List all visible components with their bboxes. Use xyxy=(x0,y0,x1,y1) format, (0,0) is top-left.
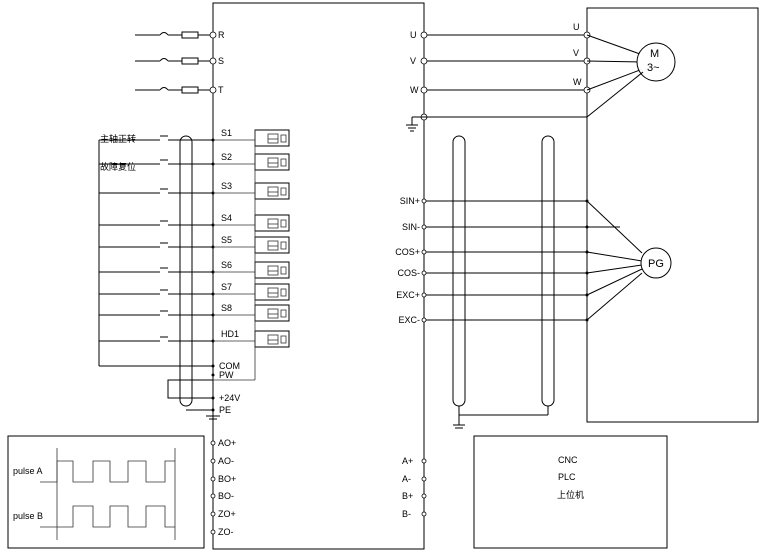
digital-input-label: S1 xyxy=(221,128,232,138)
comm-terminal-label: A+ xyxy=(402,456,413,466)
common-terminal-label: PE xyxy=(219,405,231,415)
digital-input-label: S6 xyxy=(221,260,232,270)
input-function-1: 主轴正转 xyxy=(100,133,136,144)
comm-terminal xyxy=(421,476,427,482)
power-terminal xyxy=(209,31,217,39)
digital-input-label: S3 xyxy=(221,181,232,191)
analog-output-terminal xyxy=(210,511,216,517)
host-line-2: PLC xyxy=(558,472,576,482)
analog-output-label: BO- xyxy=(218,491,234,501)
encoder-terminal-label: COS+ xyxy=(395,247,420,257)
power-terminal xyxy=(209,86,217,94)
comm-terminal xyxy=(421,458,427,464)
motor-enclosure xyxy=(586,7,759,423)
drive-output-terminal xyxy=(420,31,428,39)
analog-output-terminal xyxy=(210,440,216,446)
comm-terminal-label: A- xyxy=(402,474,411,484)
optocoupler-icon xyxy=(254,283,290,301)
encoder-terminal-label: EXC+ xyxy=(396,290,420,300)
encoder-terminal-label: SIN- xyxy=(402,222,420,232)
digital-input-label: S4 xyxy=(221,213,232,223)
encoder-label: PG xyxy=(648,258,664,270)
encoder-terminal-group: SIN+ SIN- COS+ COS- EXC+ EXC- xyxy=(395,196,643,325)
shield-cable-left xyxy=(179,135,193,407)
optocoupler-icon xyxy=(254,153,290,171)
encoder-symbol xyxy=(640,247,672,279)
optocoupler-icon xyxy=(254,129,290,147)
pulse-a-label: pulse A xyxy=(13,466,43,476)
analog-output-terminal xyxy=(210,476,216,482)
encoder-terminal xyxy=(421,317,427,323)
analog-output-label: BO+ xyxy=(218,474,236,484)
encoder-terminal xyxy=(421,249,427,255)
comm-terminal xyxy=(421,511,427,517)
analog-output-label: ZO+ xyxy=(218,509,236,519)
input-function-2: 故障复位 xyxy=(100,161,136,172)
drive-body xyxy=(212,2,425,550)
power-terminal-label: S xyxy=(218,56,224,66)
pulse-waveforms xyxy=(40,448,176,540)
motor-output-group: U U V V W W xyxy=(410,22,641,121)
optocoupler-icon xyxy=(254,330,290,348)
analog-output-terminal xyxy=(210,493,216,499)
comm-terminal xyxy=(421,493,427,499)
analog-output-label: AO- xyxy=(218,456,234,466)
motor-input-label: W xyxy=(573,77,582,87)
analog-output-label: ZO- xyxy=(218,527,234,537)
digital-input-label: S5 xyxy=(221,235,232,245)
optocoupler-icon xyxy=(254,304,290,322)
digital-input-label: S8 xyxy=(221,303,232,313)
motor-input-label: V xyxy=(573,48,579,58)
digital-input-label: S2 xyxy=(221,152,232,162)
shield-ground xyxy=(453,406,549,429)
power-terminal-label: R xyxy=(218,30,225,40)
power-input-group: R S T xyxy=(135,30,225,95)
shield-cable-right-1 xyxy=(452,135,466,407)
optocoupler-icon xyxy=(254,214,290,232)
drive-output-label: V xyxy=(410,56,416,66)
digital-input-label: HD1 xyxy=(221,329,239,339)
pulse-b-label: pulse B xyxy=(13,511,43,521)
encoder-terminal-label: EXC- xyxy=(398,315,420,325)
digital-input-label: S7 xyxy=(221,282,232,292)
power-terminal xyxy=(209,57,217,65)
power-terminal-label: T xyxy=(218,85,224,95)
host-box xyxy=(473,435,668,549)
analog-output-label: AO+ xyxy=(218,438,236,448)
ground-icon xyxy=(406,117,418,132)
common-terminal-label: PW xyxy=(219,370,234,380)
motor-input-label: U xyxy=(573,22,580,32)
optocoupler-icon xyxy=(254,182,290,200)
comm-terminal-label: B+ xyxy=(402,491,413,501)
optocoupler-icon xyxy=(254,236,290,254)
analog-output-terminal xyxy=(210,458,216,464)
motor-label-bottom: 3~ xyxy=(647,62,660,74)
motor-label-top: M xyxy=(650,48,659,60)
encoder-terminal-label: COS- xyxy=(398,268,421,278)
encoder-terminal xyxy=(421,198,427,204)
encoder-terminal-label: SIN+ xyxy=(400,196,420,206)
motor-symbol xyxy=(636,42,676,82)
common-terminal-label: +24V xyxy=(219,393,240,403)
shield-cable-right-2 xyxy=(541,135,555,407)
comm-terminal-label: B- xyxy=(402,509,411,519)
drive-output-terminal xyxy=(420,57,428,65)
drive-output-label: W xyxy=(410,85,419,95)
analog-output-group: AO+ AO- BO+ BO- ZO+ ZO- xyxy=(210,438,236,537)
pulse-box xyxy=(7,435,205,549)
common-terminal-label: COM xyxy=(219,361,240,371)
drive-output-label: U xyxy=(410,30,417,40)
host-line-1: CNC xyxy=(558,455,578,465)
analog-output-terminal xyxy=(210,529,216,535)
encoder-terminal xyxy=(421,224,427,230)
optocoupler-icon xyxy=(254,261,290,279)
encoder-terminal xyxy=(421,292,427,298)
encoder-terminal xyxy=(421,270,427,276)
comm-terminal-group: A+ A- B+ B- xyxy=(402,456,427,519)
host-line-3: 上位机 xyxy=(557,489,584,500)
drive-output-terminal xyxy=(420,86,428,94)
